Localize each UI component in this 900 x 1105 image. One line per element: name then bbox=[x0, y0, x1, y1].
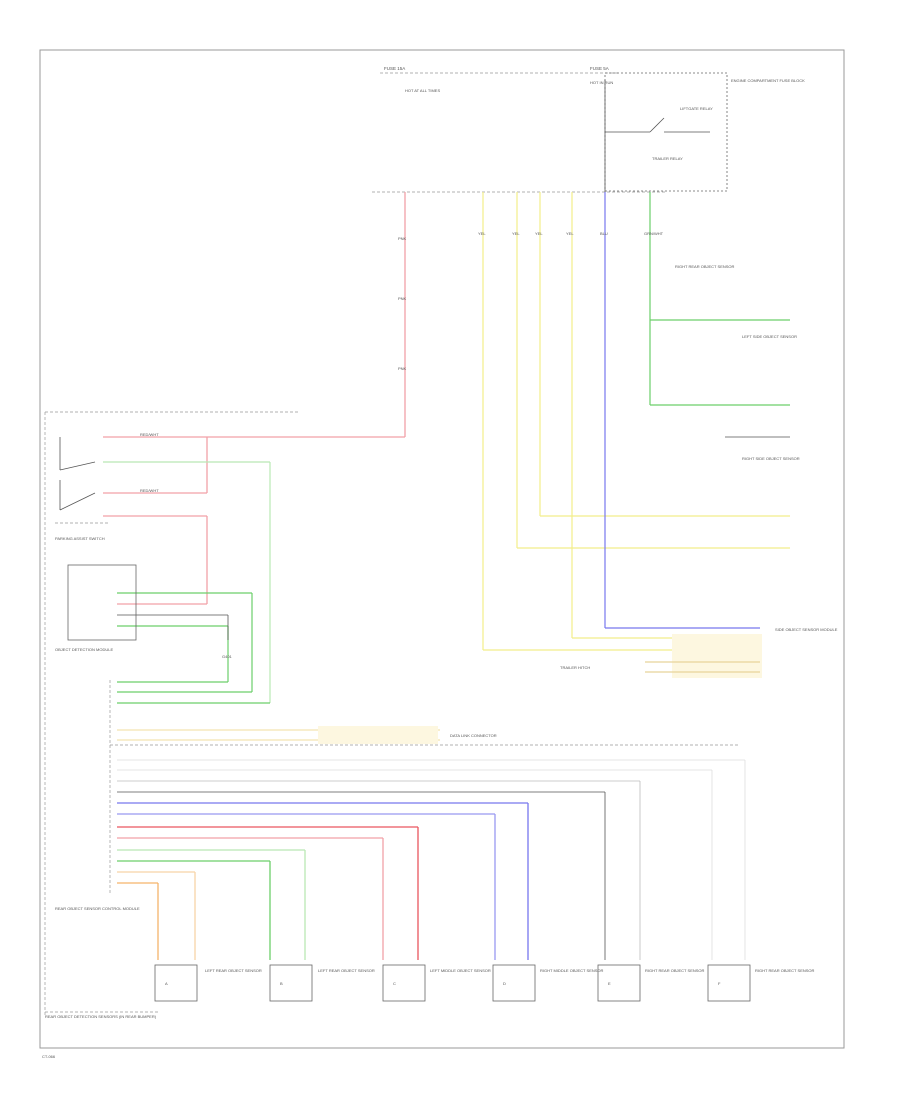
right-rear-blocks-label: RIGHT REAR OBJECT SENSOR bbox=[675, 264, 735, 269]
grn-wht-label: GRN/WHT bbox=[644, 231, 664, 236]
connector-block bbox=[318, 726, 438, 744]
sensor-label-3: LEFT MIDDLE OBJECT SENSOR bbox=[430, 968, 491, 973]
yel-label-1: YEL bbox=[478, 231, 486, 236]
bottom-caption: REAR OBJECT DETECTION SENSORS (IN REAR B… bbox=[45, 1014, 157, 1019]
sensor-box-6 bbox=[707, 964, 751, 1002]
blu-label: BLU bbox=[600, 231, 608, 236]
red-wht-label-1: RED/WHT bbox=[140, 432, 159, 437]
pnk-label-1: PNK bbox=[398, 236, 407, 241]
yel-label-2: YEL bbox=[512, 231, 520, 236]
sensor-pin-3: C bbox=[393, 981, 396, 986]
sensor-box-5 bbox=[597, 964, 641, 1002]
hot-in-run-label: HOT IN RUN bbox=[590, 80, 613, 85]
sensor-box-3 bbox=[382, 964, 426, 1002]
relay-label: LIFTGATE RELAY bbox=[680, 106, 713, 111]
right-side-label: RIGHT SIDE OBJECT SENSOR bbox=[742, 456, 800, 461]
sensor-pin-2: B bbox=[280, 981, 283, 986]
trailer-hitch-label: TRAILER HITCH bbox=[560, 665, 590, 670]
sensor-label-2: LEFT REAR OBJECT SENSOR bbox=[318, 968, 375, 973]
sensor-box-1 bbox=[154, 964, 198, 1002]
side-module-block bbox=[672, 634, 762, 678]
object-module-box bbox=[67, 564, 137, 641]
sensor-pin-6: F bbox=[718, 981, 721, 986]
pnk-label-2: PNK bbox=[398, 296, 407, 301]
yel-label-4: YEL bbox=[566, 231, 574, 236]
fuse-right-label: FUSE 5A bbox=[590, 66, 609, 71]
sensor-box-4 bbox=[492, 964, 536, 1002]
parking-assist-switch-label: PARKING ASSIST SWITCH bbox=[55, 536, 105, 541]
sensor-label-5: RIGHT REAR OBJECT SENSOR bbox=[645, 968, 705, 973]
left-side-label: LEFT SIDE OBJECT SENSOR bbox=[742, 334, 797, 339]
sensor-label-1: LEFT REAR OBJECT SENSOR bbox=[205, 968, 262, 973]
sensor-pin-4: D bbox=[503, 981, 506, 986]
object-module-label: OBJECT DETECTION MODULE bbox=[55, 647, 113, 652]
relay-box-title: ENGINE COMPARTMENT FUSE BLOCK bbox=[731, 78, 805, 83]
sensor-label-6: RIGHT REAR OBJECT SENSOR bbox=[755, 968, 815, 973]
data-link-label: DATA LINK CONNECTOR bbox=[450, 733, 497, 738]
switch-arm-2 bbox=[59, 492, 96, 511]
sensor-pin-5: E bbox=[608, 981, 611, 986]
footer-code: CT-066 bbox=[42, 1054, 56, 1059]
relay-label-2: TRAILER RELAY bbox=[652, 156, 683, 161]
sensor-label-4: RIGHT MIDDLE OBJECT SENSOR bbox=[540, 968, 604, 973]
sensor-pin-1: A bbox=[165, 981, 168, 986]
diagram-frame bbox=[39, 49, 845, 1049]
side-module-label: SIDE OBJECT SENSOR MODULE bbox=[775, 627, 838, 632]
object-module-2-label: REAR OBJECT SENSOR CONTROL MODULE bbox=[55, 906, 140, 911]
red-wht-label-2: RED/WHT bbox=[140, 488, 159, 493]
pnk-label-3: PNK bbox=[398, 366, 407, 371]
relay-switch-arm bbox=[649, 117, 665, 133]
hot-at-all-times-label: HOT AT ALL TIMES bbox=[405, 88, 440, 93]
ground-label: G401 bbox=[222, 654, 233, 659]
fuse-left-label: FUSE 15A bbox=[384, 66, 405, 71]
yel-label-3: YEL bbox=[535, 231, 543, 236]
sensor-box-2 bbox=[269, 964, 313, 1002]
switch-arm-1 bbox=[59, 461, 96, 471]
